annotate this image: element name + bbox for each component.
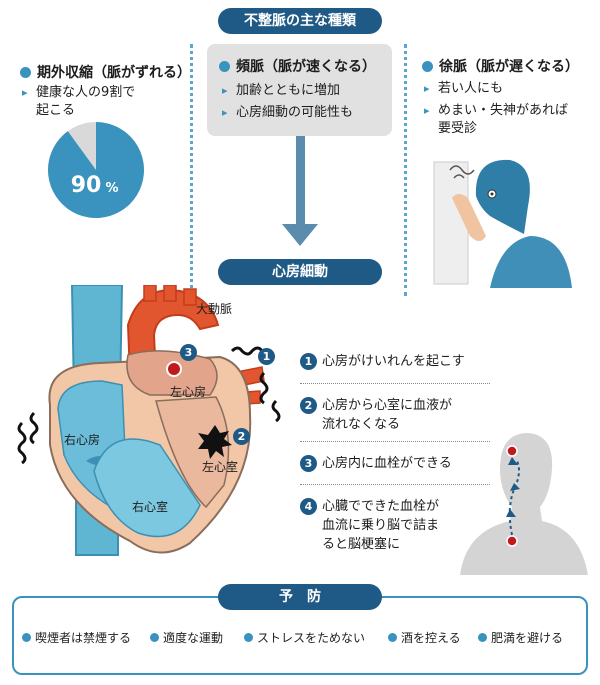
label-aorta: 大動脈	[196, 302, 233, 316]
bullet-dot-icon	[422, 60, 433, 72]
heart-marker-1: 1	[258, 348, 275, 365]
type-title-premature: 期外収縮（脈がずれる）	[20, 62, 191, 82]
divider-right	[404, 44, 407, 296]
prevention-item-5: 肥満を避ける	[478, 629, 563, 646]
divider-left	[190, 44, 193, 296]
bullet-dot-icon	[20, 66, 31, 78]
heart-marker-3: 3	[180, 344, 197, 361]
type-title-tachycardia: 頻脈（脈が速くなる）	[219, 56, 376, 76]
bullet-dot-icon	[219, 60, 230, 72]
step-separator	[300, 484, 490, 485]
bullet-dot-icon	[150, 633, 159, 642]
header-title: 不整脈の主な種類	[218, 8, 382, 34]
bullet-dot-icon	[478, 633, 487, 642]
step-2: 2 心房から心室に血液が流れなくなる	[300, 396, 452, 434]
heart-marker-2: 2	[233, 428, 250, 445]
step-number: 3	[300, 455, 317, 472]
type-bullet-tachycardia-2: 心房細動の可能性も	[222, 104, 353, 122]
prevention-item-4: 酒を控える	[388, 629, 461, 646]
pie-chart: 90 %	[48, 122, 144, 218]
step-number: 4	[300, 498, 317, 515]
bullet-dot-icon	[388, 633, 397, 642]
prevention-item-2: 適度な運動	[150, 629, 223, 646]
heart-clot-icon	[506, 535, 518, 547]
label-right-atrium: 右心房	[64, 433, 101, 447]
blockage-burst-icon	[198, 425, 232, 459]
body-silhouette-illustration	[460, 433, 588, 575]
step-4: 4 心臓でできた血栓が血流に乗り脳で詰まると脳梗塞に	[300, 497, 439, 554]
label-left-ventricle: 左心室	[202, 460, 239, 474]
down-arrow-icon	[282, 136, 318, 246]
brain-clot-icon	[506, 445, 518, 457]
bullet-dot-icon	[244, 633, 253, 642]
pie-percent-label: 90	[71, 173, 102, 198]
blood-clot-icon	[166, 361, 182, 377]
label-left-atrium: 左心房	[170, 385, 207, 399]
step-3: 3 心房内に血栓ができる	[300, 454, 452, 473]
prevention-title: 予 防	[218, 584, 382, 610]
prevention-item-1: 喫煙者は禁煙する	[22, 629, 131, 646]
type-bullet-bradycardia-1: 若い人にも	[424, 80, 503, 98]
pie-slice-90	[48, 122, 144, 218]
label-right-ventricle: 右心室	[132, 500, 169, 514]
afib-title: 心房細動	[218, 259, 382, 285]
bullet-dot-icon	[22, 633, 31, 642]
step-separator	[300, 383, 490, 384]
step-separator	[300, 441, 490, 442]
dizzy-woman-illustration	[433, 159, 572, 288]
heart-illustration	[17, 285, 281, 556]
step-1: 1 心房がけいれんを起こす	[300, 352, 465, 371]
prevention-item-3: ストレスをためない	[244, 629, 365, 646]
step-number: 1	[300, 353, 317, 370]
type-title-bradycardia: 徐脈（脈が遅くなる）	[422, 56, 579, 76]
pie-unit-label: %	[105, 181, 118, 196]
step-number: 2	[300, 397, 317, 414]
type-bullet-tachycardia-1: 加齢とともに増加	[222, 82, 340, 100]
